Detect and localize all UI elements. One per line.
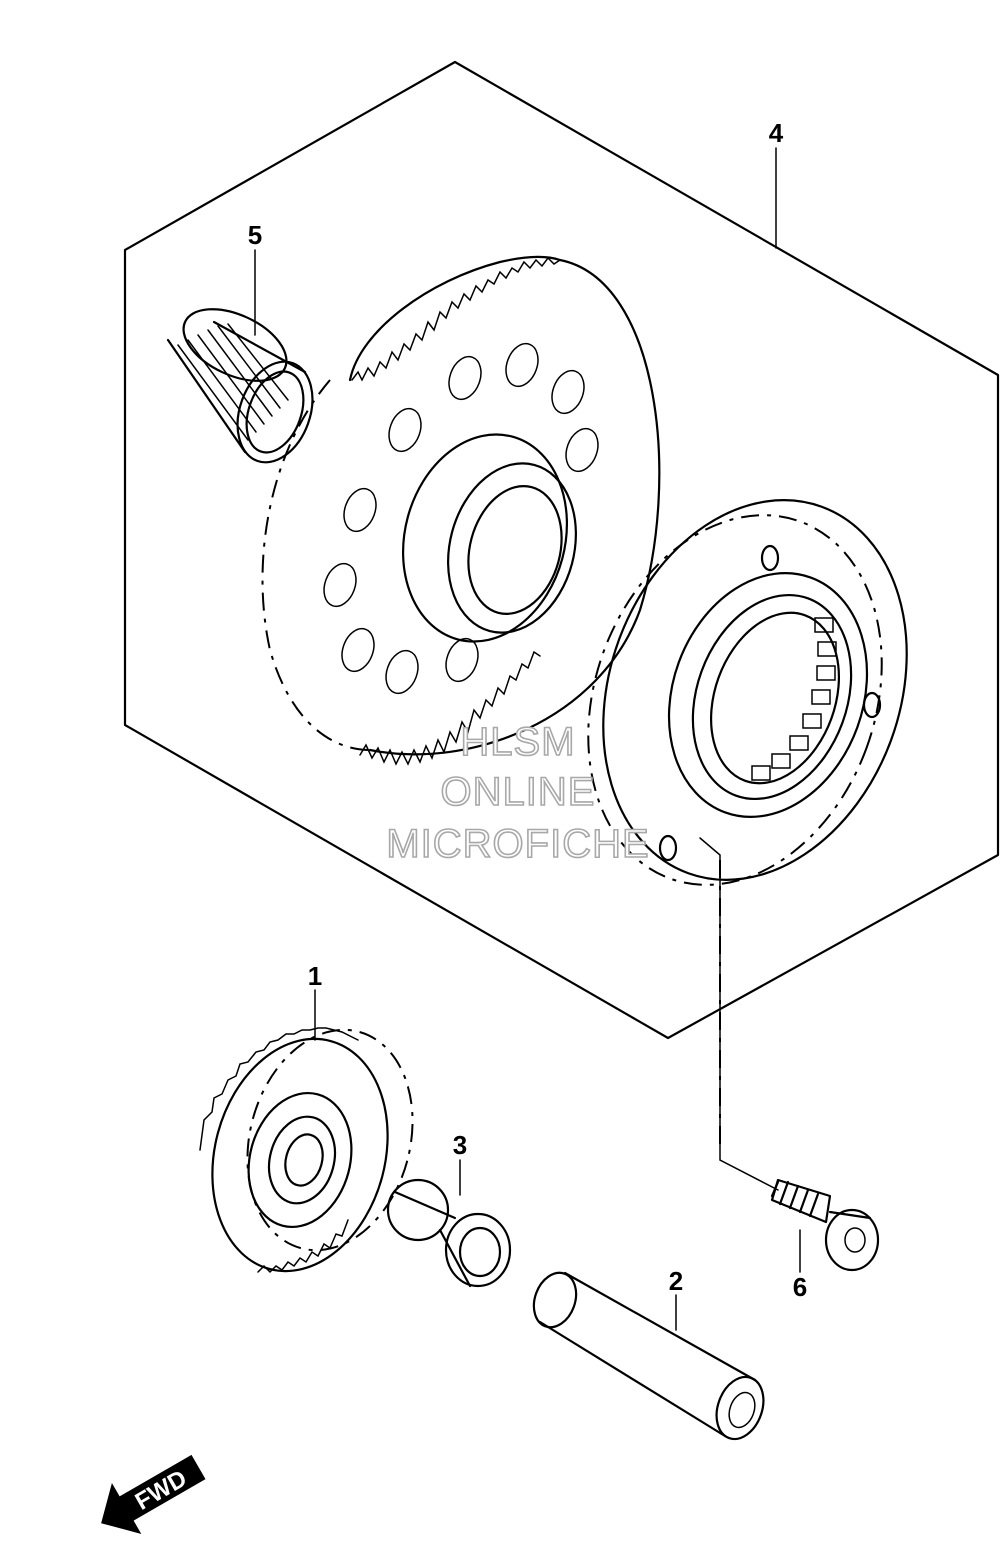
driven-gear <box>261 255 661 766</box>
callout-6: 6 <box>793 1272 807 1302</box>
bolt <box>770 1178 880 1272</box>
clutch-rollers <box>751 617 837 781</box>
watermark-line-1: HLSM <box>460 720 575 764</box>
callout-4: 4 <box>769 118 784 148</box>
callout-2: 2 <box>669 1266 683 1296</box>
gear-holes <box>323 342 599 695</box>
callout-5: 5 <box>248 220 262 250</box>
leader-lines <box>254 147 801 1331</box>
callout-labels: 4 5 1 3 2 6 <box>248 118 807 1302</box>
assembly-outline <box>123 60 1000 1040</box>
needle-bearing <box>166 308 314 464</box>
watermark-line-2: ONLINE <box>441 770 596 814</box>
callout-3: 3 <box>453 1130 467 1160</box>
bolt-thread <box>770 1180 820 1218</box>
sleeve <box>386 1178 512 1288</box>
watermark-line-3: MICROFICHE <box>386 822 649 866</box>
gear-teeth <box>351 256 561 766</box>
callout-1: 1 <box>308 961 322 991</box>
one-way-clutch <box>587 499 908 886</box>
fwd-arrow-icon: FWD <box>101 1454 206 1534</box>
idle-gear-teeth <box>199 1027 359 1151</box>
shaft <box>532 1271 765 1441</box>
idle-gear <box>199 1027 414 1274</box>
watermark: HLSM ONLINE MICROFICHE <box>386 719 650 867</box>
